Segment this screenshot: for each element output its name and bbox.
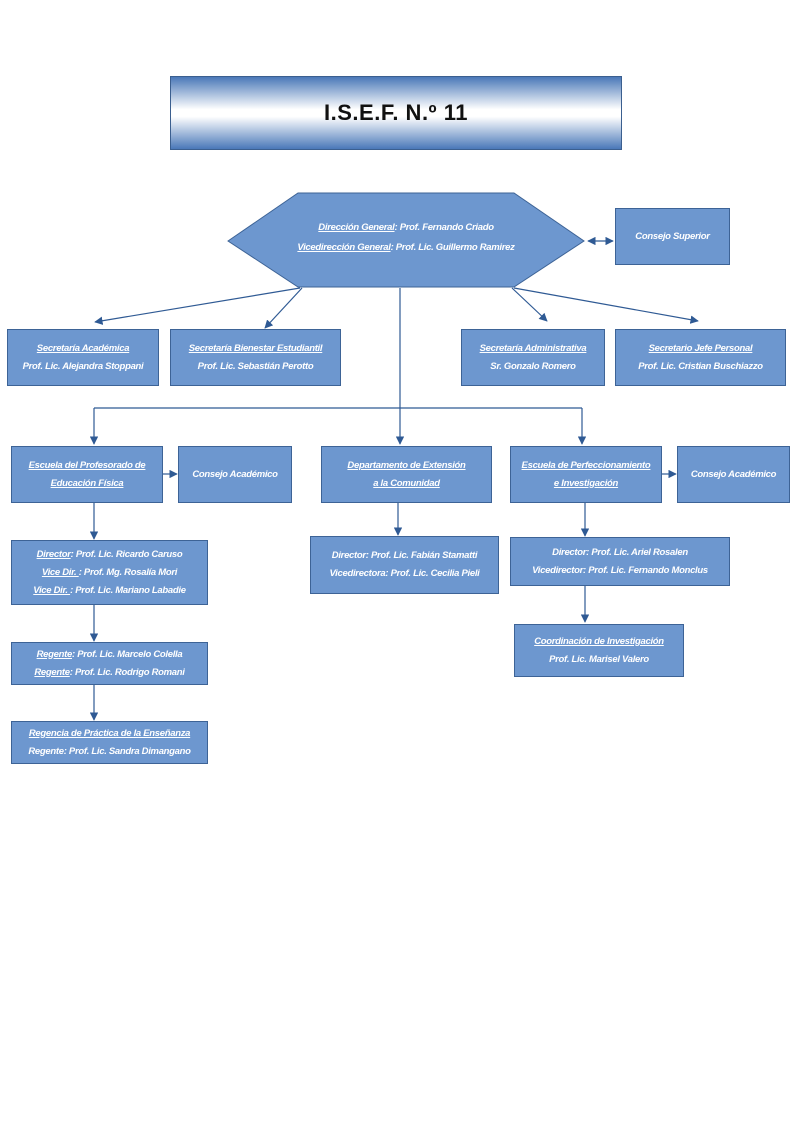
direccion-hexagon <box>227 192 585 288</box>
regencia-practica-person: Regente: Prof. Lic. Sandra Dimangano <box>28 745 191 757</box>
regencia-practica-box: Regencia de Práctica de la Enseñanza Reg… <box>11 721 208 764</box>
regente-label-2: Regente <box>34 666 70 678</box>
vice-dir-label-1: Vice Dir. <box>41 566 79 578</box>
perfeccionamiento-direccion-box: Director: Prof. Lic. Ariel Rosalen Viced… <box>510 537 730 586</box>
regencia-practica-title: Regencia de Práctica de la Enseñanza <box>28 727 191 739</box>
direccion-general-text: Dirección General: Prof. Fernando Criado… <box>228 218 584 258</box>
title-banner: I.S.E.F. N.º 11 <box>170 76 622 150</box>
consejo-academico-label-1: Consejo Académico <box>192 468 278 480</box>
regentes-box: Regente: Prof. Lic. Marcelo Colella Rege… <box>11 642 208 685</box>
consejo-academico-label-2: Consejo Académico <box>690 468 777 480</box>
secretaria-academica-box: Secretaría Académica Prof. Lic. Alejandr… <box>7 329 159 386</box>
direccion-general-value: : Prof. Fernando Criado <box>394 222 494 233</box>
profesorado-direccion-box: Director: Prof. Lic. Ricardo Caruso Vice… <box>11 540 208 605</box>
escuela-perfeccionamiento-box: Escuela de Perfeccionamiento e Investiga… <box>510 446 662 503</box>
secretaria-bienestar-box: Secretaría Bienestar Estudiantil Prof. L… <box>170 329 341 386</box>
vice-dir-value-1: : Prof. Mg. Rosalía Mori <box>78 566 178 578</box>
departamento-extension-line2: a la Comunidad <box>373 477 440 489</box>
escuela-profesorado-box: Escuela del Profesorado de Educación Fís… <box>11 446 163 503</box>
vicedireccion-general-label: Vicedirección General <box>297 242 391 253</box>
escuela-profesorado-line2: Educación Física <box>50 477 124 489</box>
vice-dir-value-2: : Prof. Lic. Mariano Labadie <box>70 584 186 596</box>
director-label: Director <box>36 548 71 560</box>
coordinacion-investigacion-title: Coordinación de Investigación <box>534 635 664 647</box>
perfeccionamiento-vicedirector: Vicedirector: Prof. Lic. Fernando Monclu… <box>532 564 708 576</box>
director-value: : Prof. Lic. Ricardo Caruso <box>70 548 183 560</box>
escuela-profesorado-line1: Escuela del Profesorado de <box>28 459 146 471</box>
escuela-perfeccionamiento-line1: Escuela de Perfeccionamiento <box>521 459 651 471</box>
consejo-academico-box-1: Consejo Académico <box>178 446 292 503</box>
secretaria-administrativa-title: Secretaría Administrativa <box>479 342 587 354</box>
consejo-superior-label: Consejo Superior <box>635 230 710 242</box>
vicedireccion-general-value: : Prof. Lic. Guillermo Ramirez <box>390 242 515 253</box>
page-title: I.S.E.F. N.º 11 <box>324 100 468 125</box>
consejo-academico-box-2: Consejo Académico <box>677 446 790 503</box>
secretaria-administrativa-person: Sr. Gonzalo Romero <box>490 360 576 372</box>
departamento-extension-line1: Departamento de Extensión <box>347 459 466 471</box>
vice-dir-label-2: Vice Dir. <box>33 584 71 596</box>
secretaria-bienestar-title: Secretaría Bienestar Estudiantil <box>188 342 323 354</box>
secretaria-academica-person: Prof. Lic. Alejandra Stoppani <box>22 360 144 372</box>
coordinacion-investigacion-person: Prof. Lic. Marisel Valero <box>549 653 649 665</box>
extension-director: Director: Prof. Lic. Fabián Stamatti <box>331 550 478 561</box>
secretaria-academica-title: Secretaría Académica <box>36 342 130 354</box>
direccion-general-label: Dirección General <box>318 222 395 233</box>
secretaria-administrativa-box: Secretaría Administrativa Sr. Gonzalo Ro… <box>461 329 605 386</box>
extension-vicedirectora: Vicedirectora: Prof. Lic. Cecilia Pieli <box>329 568 480 579</box>
secretario-jefe-personal-person: Prof. Lic. Cristian Buschiazzo <box>638 360 763 372</box>
secretaria-bienestar-person: Prof. Lic. Sebastián Perotto <box>197 360 314 372</box>
consejo-superior-box: Consejo Superior <box>615 208 730 265</box>
coordinacion-investigacion-box: Coordinación de Investigación Prof. Lic.… <box>514 624 684 677</box>
extension-direccion-box: Director: Prof. Lic. Fabián Stamatti Vic… <box>310 536 499 594</box>
perfeccionamiento-director: Director: Prof. Lic. Ariel Rosalen <box>552 546 688 558</box>
regente-label-1: Regente <box>36 648 73 660</box>
secretario-jefe-personal-title: Secretario Jefe Personal <box>648 342 753 354</box>
departamento-extension-box: Departamento de Extensión a la Comunidad <box>321 446 492 503</box>
secretario-jefe-personal-box: Secretario Jefe Personal Prof. Lic. Cris… <box>615 329 786 386</box>
regente-value-1: : Prof. Lic. Marcelo Colella <box>72 648 183 660</box>
regente-value-2: : Prof. Lic. Rodrigo Romani <box>69 666 185 678</box>
escuela-perfeccionamiento-line2: e Investigación <box>553 477 619 489</box>
